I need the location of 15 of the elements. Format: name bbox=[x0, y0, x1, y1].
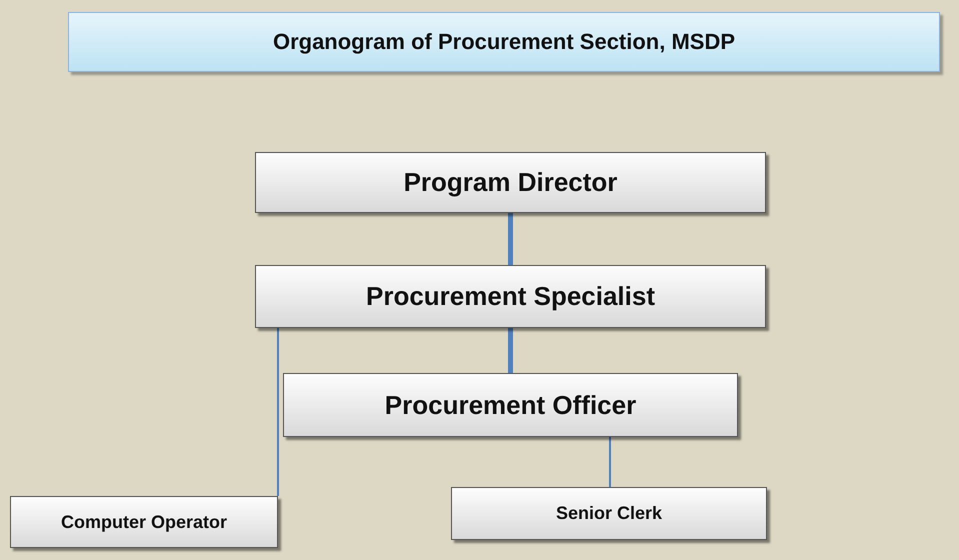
connector-line bbox=[277, 328, 279, 496]
position-title: Procurement Specialist bbox=[366, 281, 655, 312]
position-box bbox=[451, 487, 767, 540]
position-title: Program Director bbox=[404, 167, 618, 198]
position-box bbox=[255, 265, 766, 328]
connector-line bbox=[609, 437, 611, 487]
position-box bbox=[283, 373, 738, 437]
position-title: Procurement Officer bbox=[384, 390, 636, 420]
title-banner: Organogram of Procurement Section, MSDP bbox=[68, 12, 940, 72]
position-box bbox=[255, 152, 766, 213]
connector-line bbox=[508, 213, 513, 265]
connector-line bbox=[508, 328, 513, 373]
position-title: Computer Operator bbox=[60, 512, 228, 532]
position-box bbox=[10, 496, 278, 548]
position-title: Senior Clerk bbox=[556, 503, 662, 524]
